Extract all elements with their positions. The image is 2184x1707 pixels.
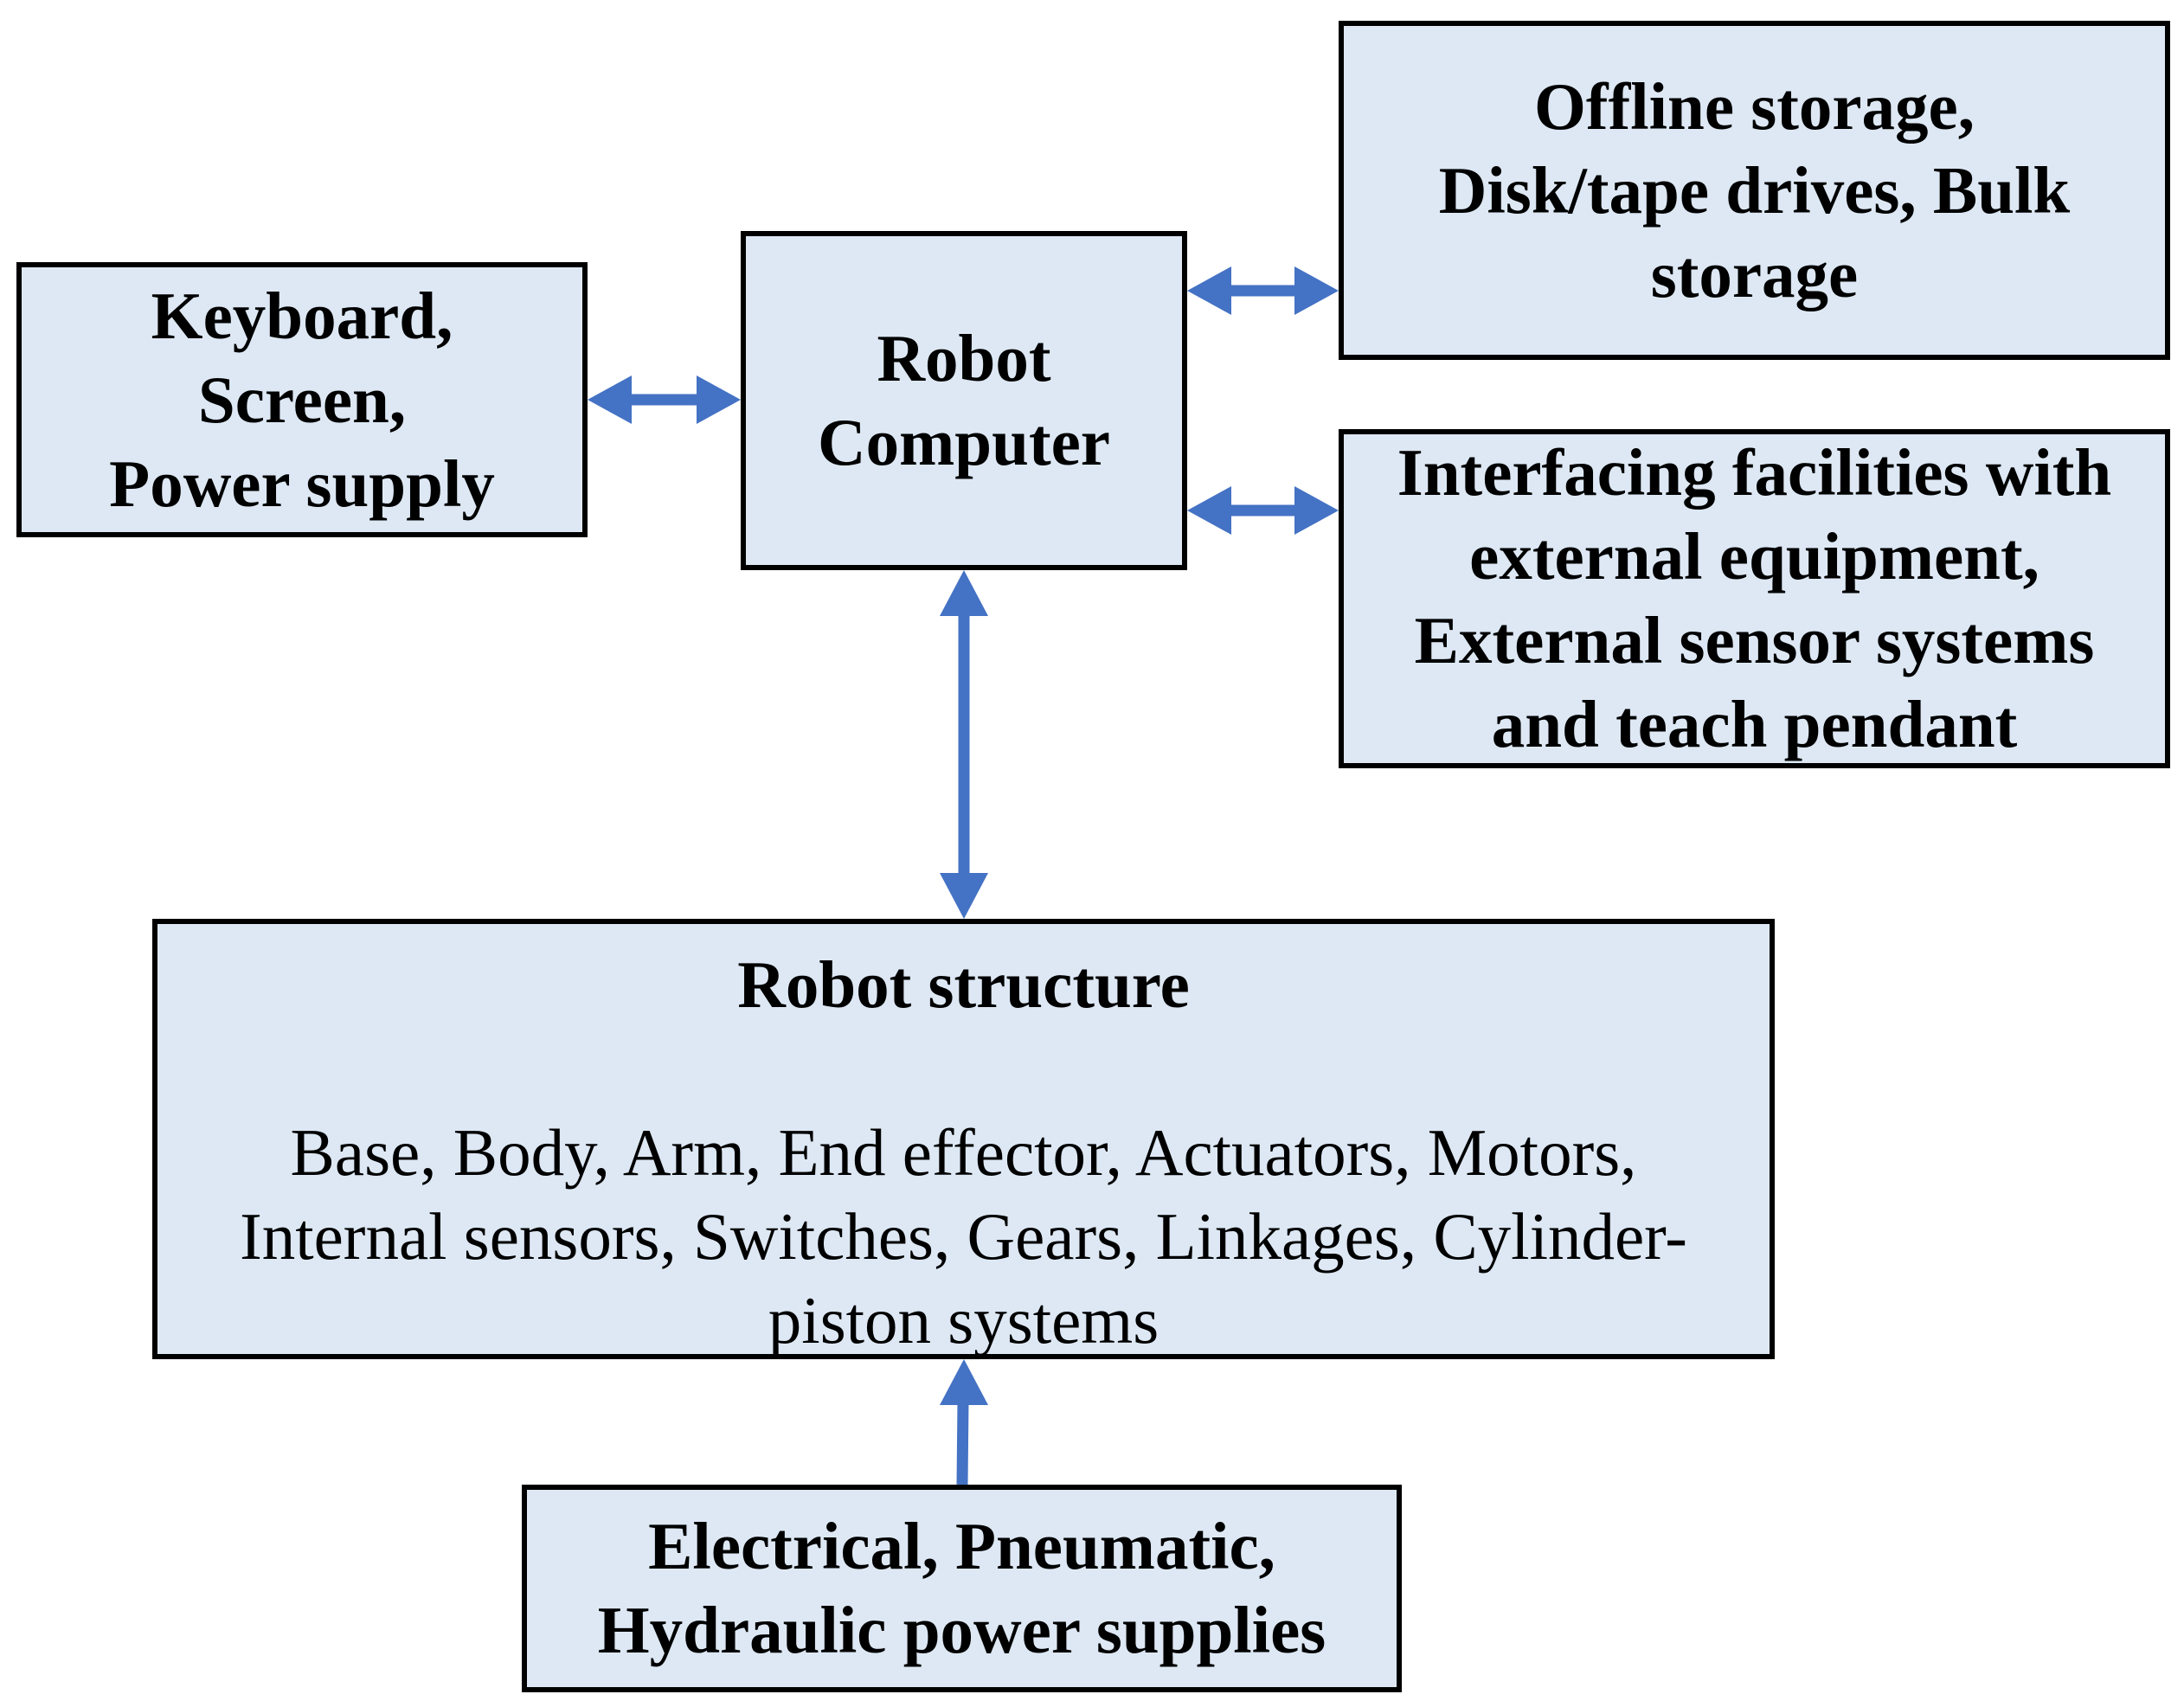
power-box-text: Electrical, Pneumatic, Hydraulic power s… — [598, 1505, 1326, 1672]
power-supplies-box: Electrical, Pneumatic, Hydraulic power s… — [522, 1485, 1402, 1692]
keyboard-line-1: Keyboard, — [151, 278, 453, 353]
interfacing-line-1: Interfacing facilities with — [1397, 435, 2112, 510]
computer-line-1: Robot — [877, 321, 1051, 395]
structure-line-1: Base, Body, Arm, End effector, Actuators… — [290, 1115, 1637, 1190]
keyboard-line-2: Screen, — [197, 362, 407, 437]
offline-box-text: Offline storage, Disk/tape drives, Bulk … — [1439, 65, 2071, 317]
arrow-computer-structure — [940, 570, 988, 919]
structure-title: Robot structure — [737, 947, 1190, 1022]
arrow-computer-interfacing — [1187, 486, 1339, 535]
keyboard-line-3: Power supply — [109, 446, 495, 521]
interfacing-box-text: Interfacing facilities with external equ… — [1397, 431, 2111, 767]
interfacing-facilities-box: Interfacing facilities with external equ… — [1339, 429, 2170, 768]
arrow-keyboard-computer — [588, 375, 741, 424]
power-line-1: Electrical, Pneumatic, — [648, 1509, 1275, 1583]
robot-computer-box: Robot Computer — [741, 231, 1187, 570]
offline-storage-box: Offline storage, Disk/tape drives, Bulk … — [1339, 21, 2170, 360]
arrow-power-structure — [940, 1359, 988, 1486]
computer-box-text: Robot Computer — [818, 317, 1110, 485]
power-line-2: Hydraulic power supplies — [597, 1593, 1326, 1667]
structure-line-3: piston systems — [768, 1283, 1159, 1357]
arrow-computer-offline — [1187, 266, 1339, 315]
interfacing-line-2: external equipment, — [1469, 519, 2039, 594]
keyboard-box-text: Keyboard, Screen, Power supply — [109, 274, 495, 526]
offline-line-3: storage — [1650, 236, 1859, 311]
offline-line-2: Disk/tape drives, Bulk — [1438, 152, 2071, 228]
interfacing-line-3: External sensor systems — [1414, 603, 2095, 677]
offline-line-1: Offline storage, — [1534, 68, 1975, 144]
robot-structure-box: Robot structure Base, Body, Arm, End eff… — [152, 919, 1775, 1359]
computer-line-2: Computer — [818, 405, 1110, 479]
structure-description: Base, Body, Arm, End effector, Actuators… — [240, 1111, 1687, 1363]
keyboard-screen-power-box: Keyboard, Screen, Power supply — [16, 262, 588, 537]
interfacing-line-4: and teach pendant — [1491, 687, 2018, 761]
structure-line-2: Internal sensors, Switches, Gears, Linka… — [240, 1199, 1687, 1274]
